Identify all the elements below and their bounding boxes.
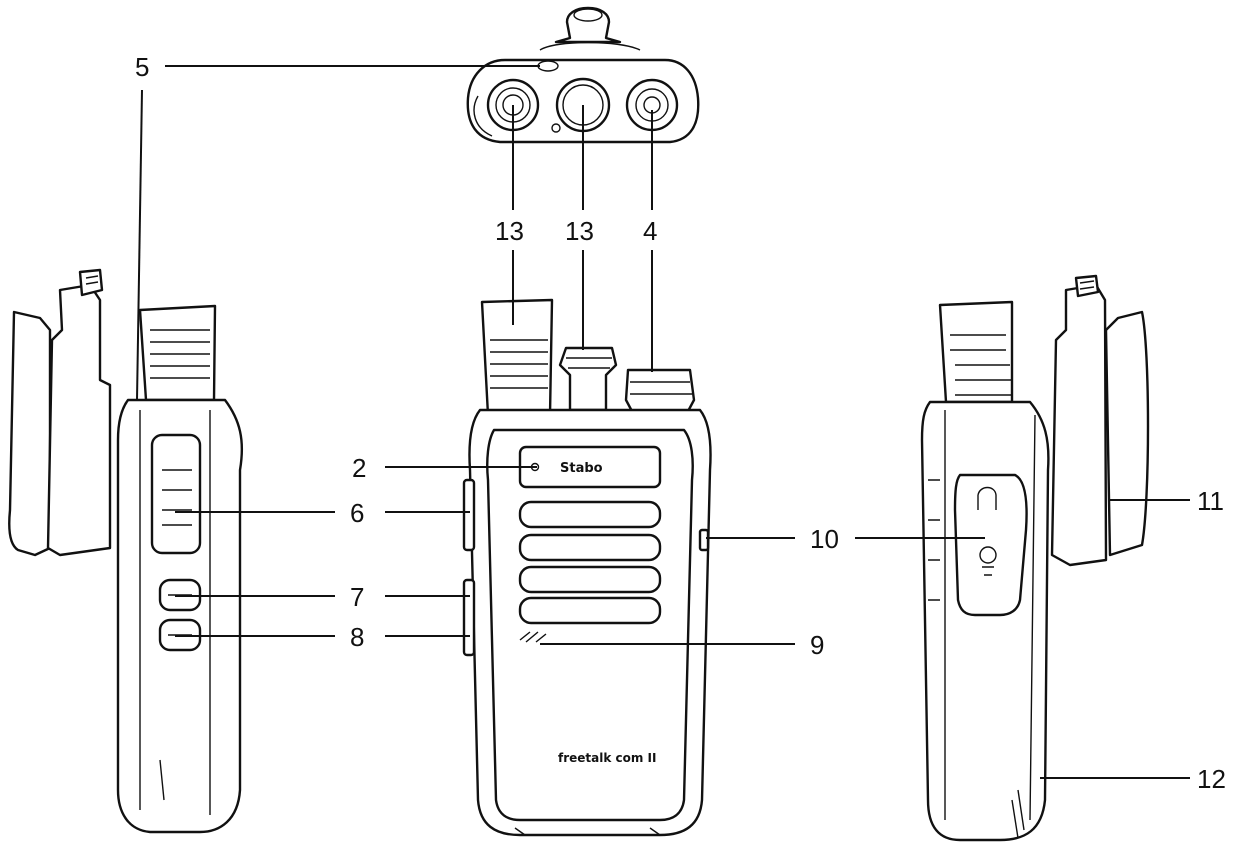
callout-11: 11 <box>1197 486 1224 516</box>
brand-logo: Stabo <box>560 461 603 476</box>
callout-6: 6 <box>350 498 364 528</box>
right-side-view <box>920 274 1150 842</box>
leader-lines <box>136 65 1190 779</box>
model-label: freetalk com II <box>558 751 657 765</box>
callout-5: 5 <box>135 52 149 82</box>
left-side-view <box>8 268 244 834</box>
front-view: Stabo freetalk com II <box>462 298 712 837</box>
callout-labels: 5 13 13 4 2 6 7 8 9 10 11 12 <box>135 52 1226 794</box>
callout-4: 4 <box>643 216 657 246</box>
callout-13-left: 13 <box>495 216 524 246</box>
callout-13-center: 13 <box>565 216 594 246</box>
callout-7: 7 <box>350 582 364 612</box>
callout-9: 9 <box>810 630 824 660</box>
callout-2: 2 <box>352 453 366 483</box>
callout-12: 12 <box>1197 764 1226 794</box>
callout-10: 10 <box>810 524 839 554</box>
callout-8: 8 <box>350 622 364 652</box>
